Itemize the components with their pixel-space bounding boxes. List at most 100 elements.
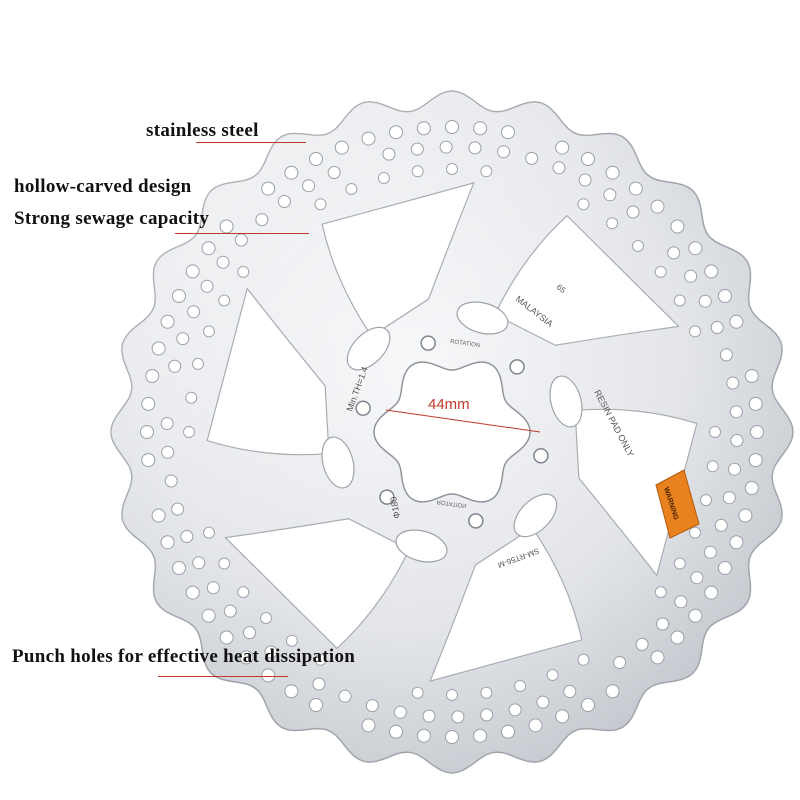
punch-hole [172,561,186,575]
punch-hole [446,689,458,701]
punch-hole [613,656,627,669]
punch-hole [365,699,379,713]
punch-hole [546,669,559,681]
leader-stainless-steel [196,142,306,143]
punch-hole [285,634,298,647]
punch-hole [141,453,156,468]
punch-hole [261,668,276,683]
bolt-hole [533,448,549,464]
punch-hole [389,724,403,739]
punch-hole [730,434,744,447]
punch-hole [555,709,570,724]
punch-hole [416,728,431,743]
punch-hole [536,695,550,709]
punch-hole [314,653,327,666]
punch-hole [718,289,732,303]
punch-hole [389,125,403,140]
label-stainless-steel: stainless steel [146,120,259,141]
punch-hole [728,462,741,476]
punch-hole [605,165,620,180]
cutout-slot [574,408,698,577]
punch-hole [654,586,667,599]
punch-hole [445,730,459,744]
punch-hole [670,219,685,234]
punch-hole [605,684,620,699]
punch-hole [626,205,640,219]
punch-hole [203,325,215,338]
punch-hole [688,608,703,623]
heat-dissipation-holes [140,120,764,744]
punch-hole [411,686,424,699]
cutout-slot [429,526,583,682]
punch-hole [704,585,719,600]
measurement-label: 44mm [428,396,470,413]
punch-hole [309,152,323,166]
punch-hole [218,557,231,570]
punch-hole [160,535,175,550]
marking-rotation-top: ROTATION [450,339,481,349]
bolt-hole [468,513,484,529]
label-punch-holes: Punch holes for effective heat dissipati… [12,646,356,667]
punch-hole [650,650,665,665]
punch-hole [729,314,744,329]
punch-hole [334,140,349,155]
punch-hole [514,680,527,692]
punch-hole [606,217,619,230]
punch-hole [200,279,214,293]
punch-hole [243,626,256,640]
punch-hole [264,645,278,659]
punch-hole [563,685,577,698]
punch-hole [234,233,248,247]
punch-hole [748,396,763,411]
punch-hole [309,698,323,712]
punch-hole [185,585,200,600]
punch-hole [690,571,704,585]
punch-hole [180,530,194,543]
leader-punch-holes [158,676,288,677]
punch-hole [361,718,376,733]
punch-hole [674,595,688,609]
punch-hole [670,630,685,645]
cutout-slot [321,182,475,338]
punch-hole [714,518,728,532]
punch-hole [473,728,488,743]
punch-hole [744,369,759,383]
punch-hole [718,561,732,575]
punch-hole [508,703,522,717]
punch-hole [501,724,515,739]
punch-hole [698,294,712,308]
punch-hole [410,142,424,156]
punch-hole [578,173,592,187]
punch-hole [255,213,269,227]
punch-hole [706,460,719,473]
hub-oval-cutout [456,301,509,335]
punch-hole [581,698,595,712]
punch-hole [219,219,234,234]
bolt-hole [355,400,371,416]
bolt-hole [420,335,436,351]
marking-diameter: Φ180 [388,496,402,520]
hollow-cutouts [206,182,698,682]
punch-hole [673,294,686,307]
punch-hole [704,264,719,279]
punch-hole [239,650,254,665]
cutout-slot [206,287,330,456]
punch-hole [164,474,178,488]
punch-hole [223,604,237,618]
punch-hole [218,294,231,307]
punch-hole [689,526,701,539]
punch-hole [160,314,175,329]
punch-hole [192,357,204,370]
punch-hole [632,240,644,252]
punch-hole [656,617,670,631]
punch-hole [377,172,390,184]
punch-hole [710,321,724,334]
center-bore [373,361,531,503]
punch-hole [416,121,431,136]
punch-hole [577,198,590,211]
punch-hole [577,653,590,666]
punch-hole [284,165,299,180]
punch-hole [261,181,276,196]
punch-hole [688,241,703,256]
